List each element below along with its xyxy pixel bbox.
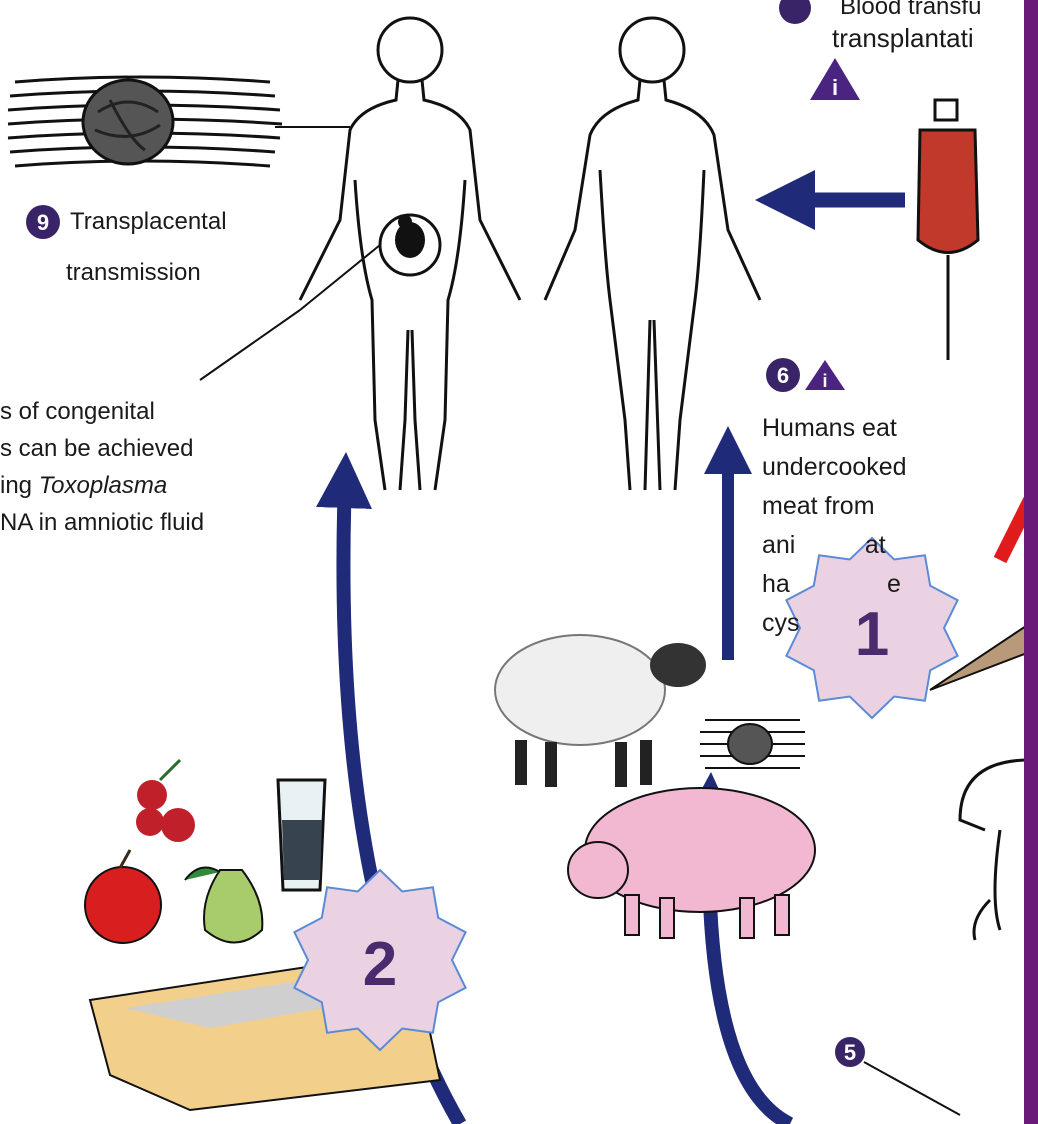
diagnosis-note-line1: s of congenital — [0, 397, 155, 426]
step6-label-line1: Humans eat — [762, 414, 897, 443]
step5-number-badge: 5 — [834, 1036, 960, 1115]
step8-label-line2: transplantati — [832, 24, 974, 53]
fetus-icon — [395, 215, 425, 258]
organism-name: Toxoplasma — [39, 472, 168, 499]
diagnosis-note-line4: NA in amniotic fluid — [0, 508, 204, 537]
step6-label-line5: ha e — [762, 570, 901, 599]
frame-border-bar — [1024, 0, 1038, 1124]
svg-text:2: 2 — [363, 930, 397, 999]
step8-label-line1: Blood transfu — [840, 0, 981, 21]
sheep-icon — [495, 635, 706, 787]
blood-bag-icon — [918, 100, 978, 360]
pointer-line-2 — [200, 310, 300, 380]
step8-number-badge-partial — [779, 0, 811, 24]
pig-icon — [568, 788, 815, 938]
diagnosis-note-line3: ing Toxoplasma — [0, 471, 167, 500]
diagnosis-note-line2: s can be achieved — [0, 434, 193, 463]
step6-label-line2: undercooked — [762, 453, 907, 482]
star-badge-1: 1 — [786, 538, 957, 718]
svg-text:1: 1 — [855, 600, 889, 669]
step9-label-line1: Transplacental — [70, 207, 227, 236]
apple-icon — [85, 850, 161, 943]
step6-label-line3: meat from — [762, 492, 875, 521]
berries-icon — [136, 760, 195, 842]
tissue-cyst-icon — [8, 77, 350, 166]
water-glass-icon — [278, 780, 325, 890]
step6-label-line6: cys — [762, 609, 800, 638]
male-human-figure — [545, 18, 760, 490]
svg-text:i: i — [822, 371, 827, 391]
step6-label-line4: ani at — [762, 531, 886, 560]
info-triangle-icon: i — [810, 58, 860, 100]
svg-text:5: 5 — [844, 1040, 856, 1065]
step9-number-badge: 9 — [26, 205, 60, 239]
pear-icon — [185, 868, 262, 943]
svg-text:i: i — [832, 75, 838, 100]
svg-text:6: 6 — [777, 363, 789, 388]
info-triangle-icon-step6: i — [805, 360, 845, 391]
step9-label-line2: transmission — [66, 258, 201, 287]
step6-number-badge: 6 — [766, 358, 800, 392]
cat-icon-partial — [960, 760, 1030, 940]
svg-text:9: 9 — [37, 210, 49, 235]
tissue-cyst-icon-small — [700, 720, 805, 768]
